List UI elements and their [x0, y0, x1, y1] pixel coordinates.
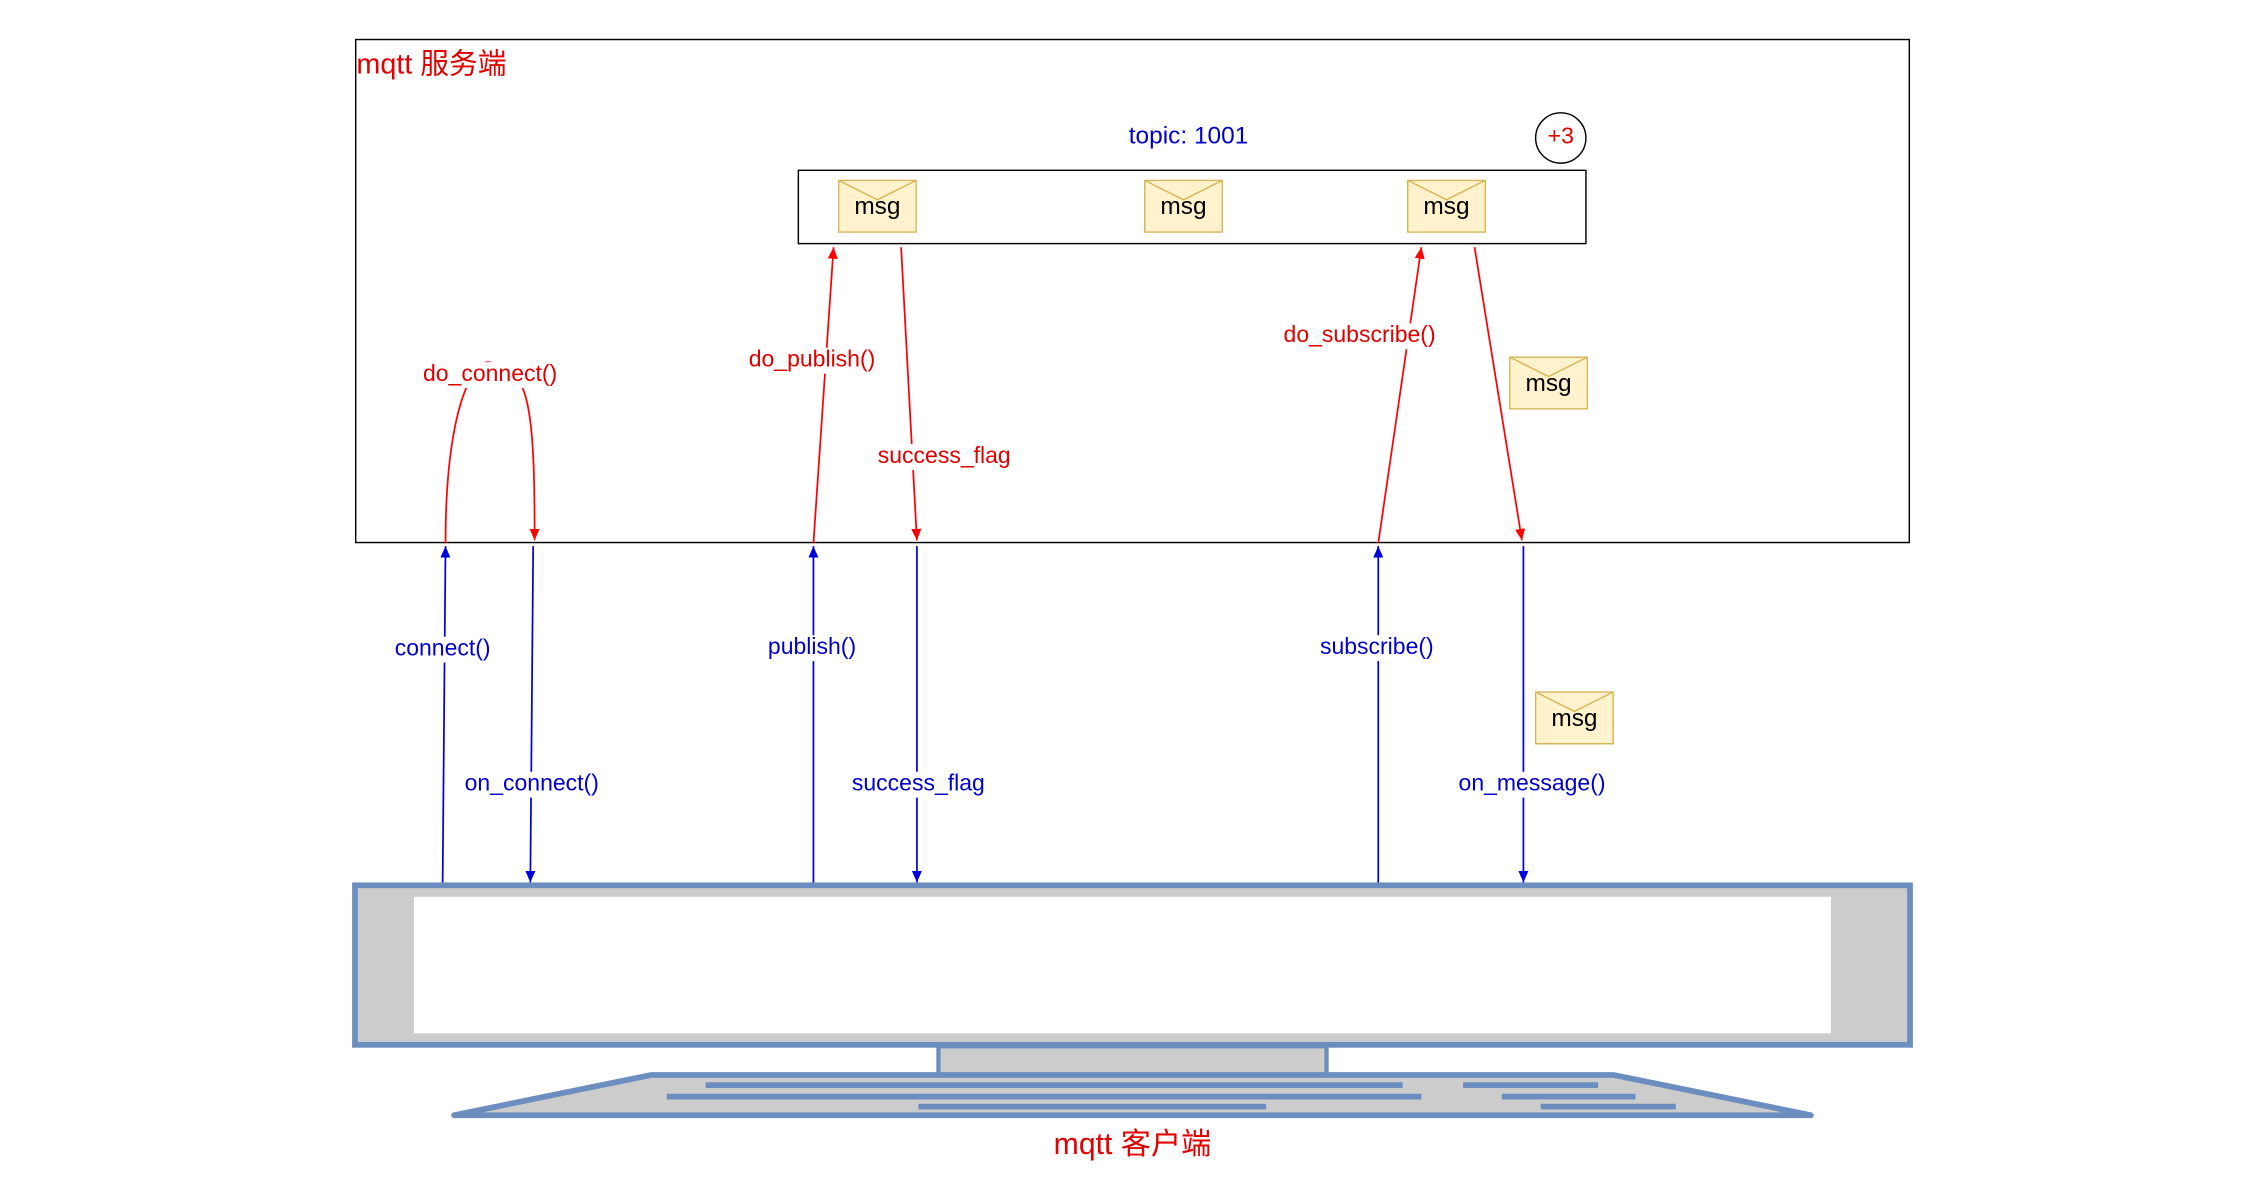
server-success-flag-label: success_flag: [876, 444, 1013, 470]
do-publish-label: do_publish(): [747, 347, 877, 374]
message-label: msg: [1160, 192, 1207, 220]
topic-count-badge: +3: [1534, 112, 1587, 164]
client-title: mqtt 客户端: [1053, 1128, 1212, 1162]
message-label: msg: [1525, 369, 1572, 397]
connect-label: connect(): [393, 636, 493, 663]
queued-message: msg: [837, 179, 917, 233]
server-box: [354, 38, 1911, 544]
delivered-message-server: msg: [1509, 356, 1589, 410]
connect-arrow: [440, 546, 451, 883]
publish-label: publish(): [766, 635, 858, 662]
message-label: msg: [1551, 704, 1598, 732]
message-label: msg: [854, 192, 901, 220]
on-message-label: on_message(): [1457, 771, 1607, 798]
queued-message: msg: [1143, 179, 1224, 233]
delivered-message-client: msg: [1534, 691, 1614, 745]
message-label: msg: [1423, 192, 1470, 220]
subscribe-label: subscribe(): [1318, 635, 1436, 662]
server-title: mqtt 服务端: [356, 48, 507, 81]
envelope-icon: [837, 179, 917, 233]
topic-label: topic: 1001: [1128, 122, 1249, 150]
client-success-flag-label: success_flag: [850, 771, 987, 798]
publish-success-arrow: [900, 247, 922, 541]
envelope-icon: [1509, 356, 1589, 410]
do-subscribe-arrow: [1377, 247, 1425, 544]
envelope-icon: [1143, 179, 1224, 233]
envelope-icon: [1406, 179, 1487, 233]
on-connect-label: on_connect(): [463, 771, 601, 798]
do-connect-label: do_connect(): [421, 362, 559, 389]
do-connect-arrow: [444, 361, 540, 544]
on-connect-arrow: [525, 546, 536, 883]
topic-queue: [797, 169, 1587, 245]
deliver-message-arrow: [1473, 247, 1526, 541]
do-subscribe-label: do_subscribe(): [1282, 323, 1438, 350]
envelope-icon: [1534, 691, 1614, 745]
queued-message: msg: [1406, 179, 1487, 233]
do-publish-arrow: [812, 247, 838, 544]
